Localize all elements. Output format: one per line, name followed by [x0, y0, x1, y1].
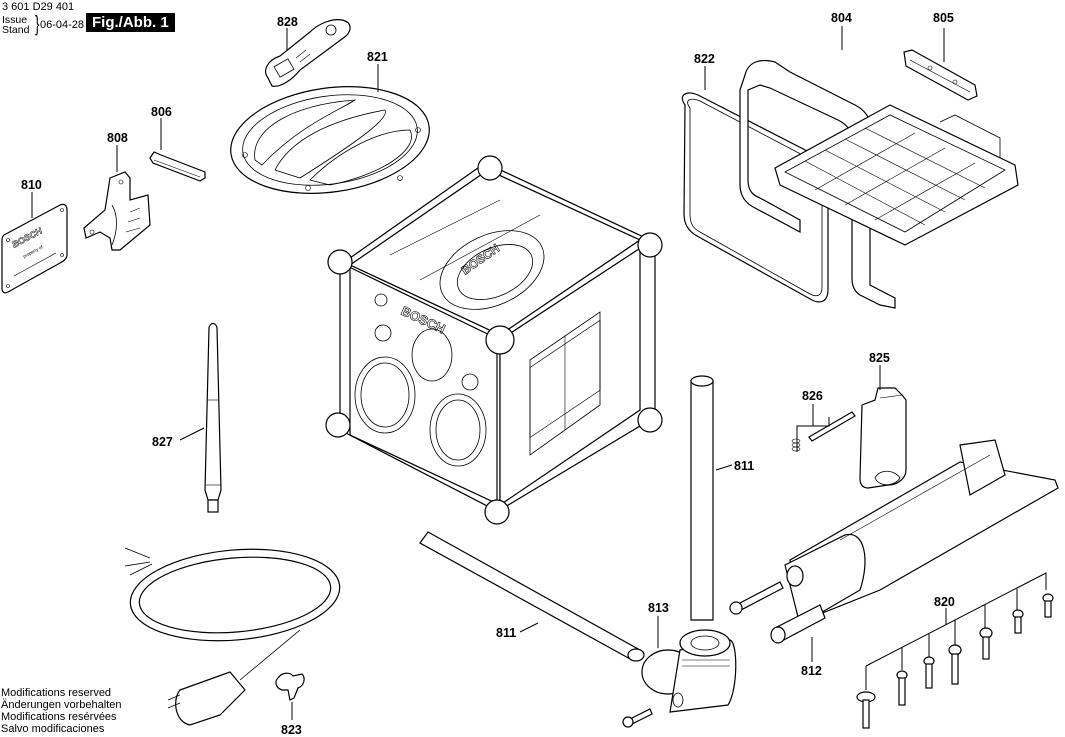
label-808: 808 — [107, 131, 128, 145]
screw-820-4 — [948, 644, 962, 685]
modifications-fr: Modifications resérvées — [1, 711, 117, 723]
part-806-cover-plate[interactable] — [149, 151, 206, 182]
modifications-de: Änderungen vorbehalten — [1, 699, 122, 711]
radio-cube-body: BOSCH BOSCH — [325, 155, 663, 525]
leader-811-horizontal — [519, 622, 539, 633]
figure-label: Fig./Abb. 1 — [86, 13, 175, 32]
label-826: 826 — [802, 389, 823, 403]
label-821: 821 — [367, 50, 388, 64]
label-812: 812 — [801, 664, 822, 678]
document-number: 3 601 D29 401 — [2, 1, 75, 13]
label-804: 804 — [831, 11, 852, 25]
label-827: 827 — [152, 435, 173, 449]
label-820: 820 — [934, 595, 955, 609]
issue-label: Issue Stand — [2, 14, 30, 36]
part-812-handle-assembly[interactable] — [770, 439, 1059, 644]
part-811-tube-vertical[interactable] — [690, 375, 714, 621]
label-805: 805 — [933, 11, 954, 25]
part-823-cable-clip[interactable] — [275, 672, 305, 701]
label-806: 806 — [151, 105, 172, 119]
issue-label-line1: Issue — [2, 14, 28, 26]
part-826-spring-pin[interactable] — [791, 411, 856, 452]
label-825: 825 — [869, 351, 890, 365]
label-813: 813 — [648, 601, 669, 615]
screw-813[interactable] — [622, 708, 653, 728]
modifications-notice: Modifications reserved Änderungen vorbeh… — [1, 687, 121, 735]
issue-label-line2: Stand — [2, 24, 30, 36]
screw-812[interactable] — [729, 581, 784, 615]
screw-820-7 — [1042, 593, 1054, 618]
leader-827 — [179, 427, 205, 441]
modifications-es: Salvo modificaciones — [1, 723, 105, 735]
screw-820-3 — [923, 656, 935, 689]
part-813-corner-connector[interactable] — [641, 629, 737, 713]
part-804-handle-frame[interactable] — [739, 59, 1019, 309]
label-810: 810 — [21, 178, 42, 192]
label-811-horizontal: 811 — [496, 626, 516, 640]
label-811-vertical: 811 — [734, 459, 754, 473]
screw-820-6 — [1012, 609, 1024, 634]
leader-811-vertical — [715, 464, 733, 471]
part-808-bracket[interactable] — [83, 171, 151, 251]
part-820-screw-set — [865, 572, 1047, 690]
power-cord[interactable] — [124, 541, 344, 726]
part-821-top-cover[interactable] — [224, 75, 437, 206]
part-810-nameplate[interactable]: BOSCH property of — [1, 203, 68, 294]
brace-glyph: } — [35, 11, 40, 36]
modifications-en: Modifications reserved — [1, 687, 112, 699]
screw-820-1 — [856, 691, 876, 729]
label-823: 823 — [281, 723, 302, 737]
label-822: 822 — [694, 52, 715, 66]
part-827-antenna[interactable] — [204, 322, 222, 513]
part-828-remote-control[interactable] — [265, 19, 351, 87]
part-805-clip-bar[interactable] — [903, 49, 978, 101]
label-828: 828 — [277, 15, 298, 29]
screw-820-2 — [896, 670, 908, 706]
screw-820-5 — [979, 627, 993, 660]
screws-820[interactable] — [856, 593, 1054, 729]
part-811-tube-horizontal[interactable] — [419, 531, 645, 662]
part-825-battery-lid[interactable] — [859, 387, 907, 489]
issue-date: 06-04-28 — [40, 19, 85, 31]
